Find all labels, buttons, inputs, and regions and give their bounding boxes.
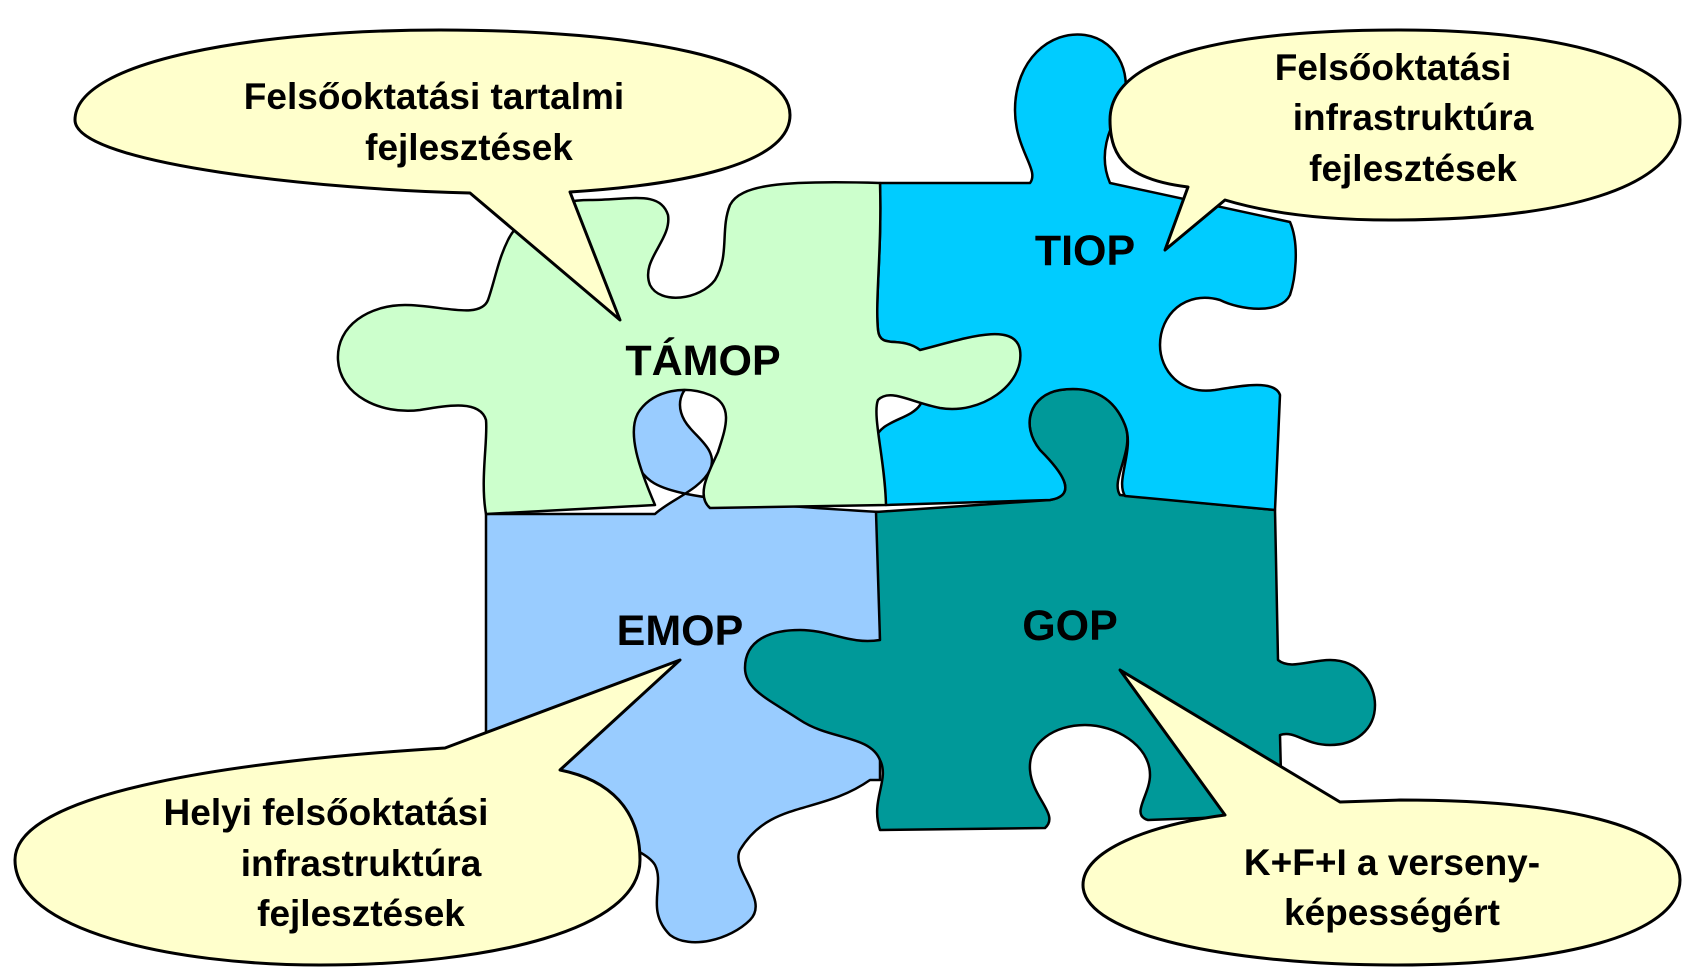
bubble-top-left-line-2: fejlesztések bbox=[365, 127, 573, 168]
bubble-top-right-line-3: fejlesztések bbox=[1309, 148, 1517, 189]
gop-label: GOP bbox=[1022, 602, 1118, 650]
bubble-bottom-left-line-2: infrastruktúra bbox=[241, 843, 482, 884]
bubble-top-right bbox=[1108, 28, 1682, 252]
bubble-bottom-right-line-1: K+F+I a verseny- bbox=[1244, 842, 1540, 883]
bubble-bottom-right bbox=[1081, 668, 1682, 967]
tamop-label: TÁMOP bbox=[625, 337, 780, 385]
bubble-top-left bbox=[73, 28, 792, 322]
bubble-top-right-line-2: infrastruktúra bbox=[1293, 97, 1534, 138]
bubble-bottom-left-line-3: fejlesztések bbox=[257, 893, 465, 934]
bubble-bottom-right-line-2: képességért bbox=[1284, 892, 1500, 933]
tiop-label: TIOP bbox=[1035, 227, 1135, 275]
bubble-top-left-line-1: Felsőoktatási tartalmi bbox=[244, 76, 624, 117]
emop-label: EMOP bbox=[617, 607, 744, 655]
tamop-piece bbox=[336, 180, 1022, 516]
bubble-bottom-left bbox=[13, 658, 682, 967]
bubble-top-right-line-1: Felsőoktatási bbox=[1275, 47, 1511, 88]
bubble-bottom-left-line-1: Helyi felsőoktatási bbox=[164, 792, 489, 833]
